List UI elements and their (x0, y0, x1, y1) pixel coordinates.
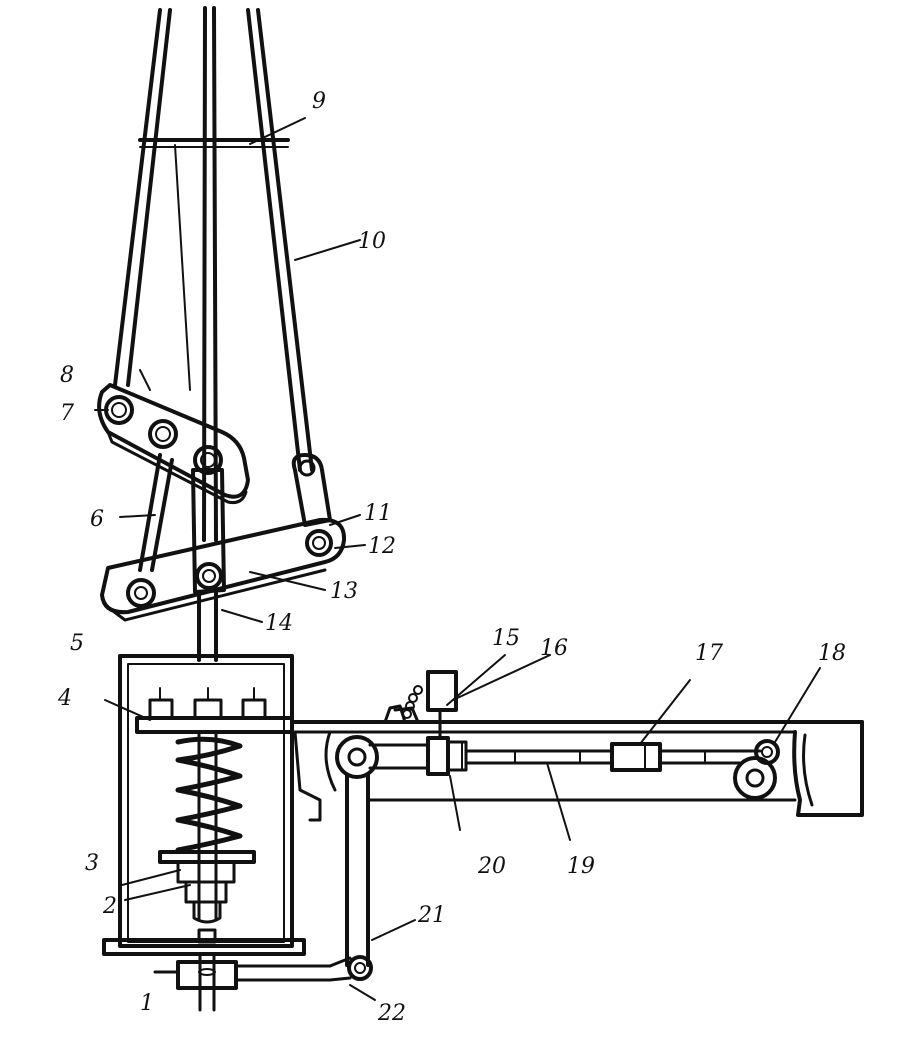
label-15: 15 (492, 626, 520, 651)
label-14: 14 (265, 611, 293, 636)
label-21: 21 (417, 903, 446, 928)
component-15 (402, 654, 506, 740)
label-3: 3 (85, 851, 99, 876)
label-18: 18 (818, 641, 846, 666)
label-1: 1 (140, 991, 154, 1016)
pivot-lever (328, 735, 430, 982)
label-2: 2 (102, 894, 117, 919)
crank-18 (733, 667, 821, 800)
rod-14 (197, 590, 218, 662)
label-10: 10 (358, 229, 386, 254)
compression-spring (175, 730, 243, 922)
clamp-band (138, 117, 306, 148)
label-7: 7 (60, 401, 74, 426)
part-labels: 1 2 3 4 5 6 7 8 9 10 11 12 13 14 15 16 1… (57, 89, 846, 1026)
leader-lines (94, 239, 416, 1001)
label-13: 13 (330, 579, 358, 604)
label-9: 9 (312, 89, 326, 114)
label-4: 4 (57, 686, 72, 711)
upper-rocker-plate (97, 383, 250, 504)
label-6: 6 (90, 507, 104, 532)
label-17: 17 (695, 641, 723, 666)
rod-19 (464, 749, 614, 841)
turnbuckle-17 (610, 679, 762, 772)
link-6 (138, 453, 174, 572)
bottom-rod (153, 928, 332, 1012)
spring-seat (158, 850, 256, 924)
label-5: 5 (70, 631, 84, 656)
collar-16 (426, 654, 551, 831)
label-11: 11 (364, 501, 392, 526)
label-19: 19 (567, 854, 595, 879)
horizontal-beam (290, 704, 864, 822)
label-20: 20 (477, 854, 506, 879)
label-16: 16 (540, 636, 568, 661)
right-hanger-link (291, 453, 332, 527)
chain-links (402, 685, 423, 719)
plate-bolts (148, 687, 267, 720)
label-22: 22 (377, 1001, 406, 1026)
label-12: 12 (368, 534, 396, 559)
label-8: 8 (60, 363, 74, 388)
